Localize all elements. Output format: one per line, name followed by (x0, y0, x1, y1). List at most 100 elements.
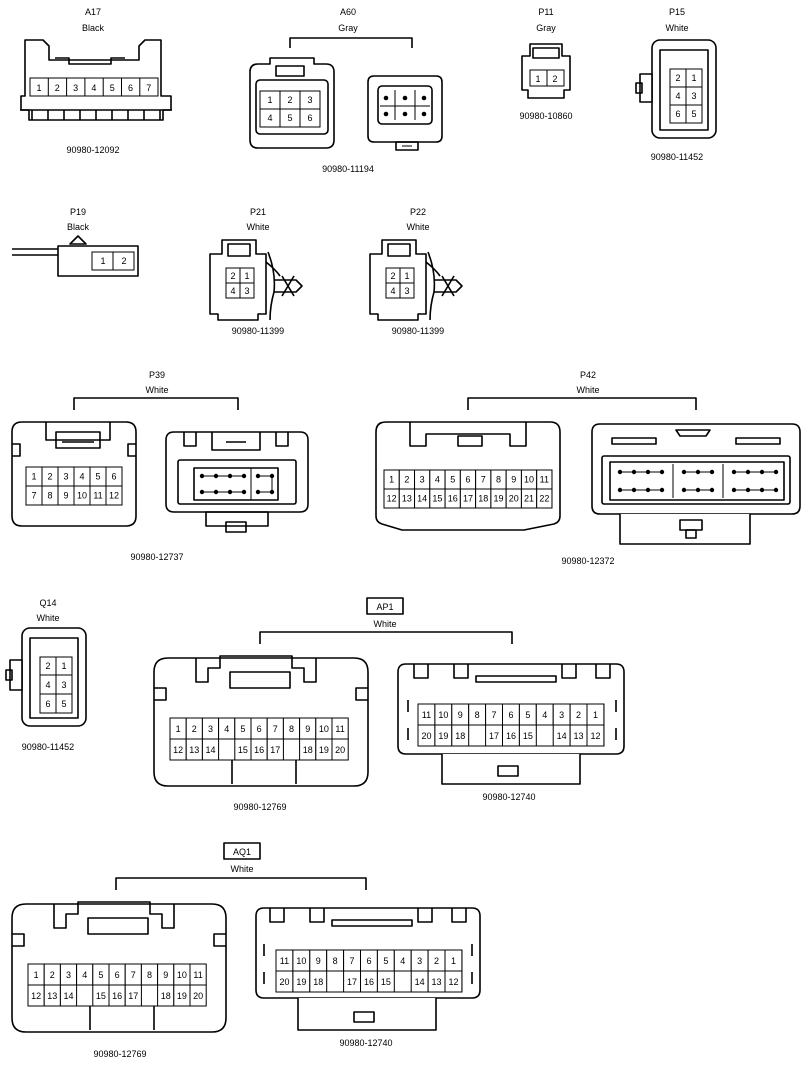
pin-number: 1 (451, 956, 456, 966)
pin-number: 17 (270, 745, 280, 755)
pin-number: 18 (161, 991, 171, 1001)
pin-number: 11 (193, 970, 202, 980)
pin-number: 3 (420, 475, 425, 485)
pin-number: 19 (296, 977, 306, 987)
pin-number: 4 (82, 970, 87, 980)
pin-number: 11 (422, 710, 431, 720)
pin-number: 17 (463, 494, 473, 504)
terminal-dot (402, 95, 408, 101)
pin-number: 5 (95, 472, 100, 482)
connector-q14-color: White (36, 613, 59, 623)
pin-number: 4 (390, 286, 395, 296)
pin-number: 15 (381, 977, 391, 987)
pin-number: 11 (93, 491, 102, 501)
connector-p15-color: White (665, 23, 688, 33)
pin-cell (586, 724, 605, 747)
pin-number: 1 (61, 661, 66, 671)
pin-number: 5 (383, 956, 388, 966)
connector-a17-color: Black (82, 23, 105, 33)
connector-p22-color: White (406, 222, 429, 232)
pin-number: 17 (128, 991, 138, 1001)
pin-number: 1 (535, 74, 540, 84)
pin-number: 12 (173, 745, 183, 755)
pin-number: 16 (254, 745, 264, 755)
pin-number: 8 (289, 724, 294, 734)
pin-number: 3 (404, 286, 409, 296)
pin-number: 9 (63, 491, 68, 501)
pin-number: 19 (319, 745, 329, 755)
pin-number: 7 (31, 491, 36, 501)
pin-number: 16 (364, 977, 374, 987)
connector-p11-id: P11 (538, 7, 553, 17)
connector-ap1-id: AP1 (376, 602, 393, 612)
pin-number: 16 (506, 731, 516, 741)
pin-number: 14 (63, 991, 73, 1001)
pin-number: 6 (257, 724, 262, 734)
pin-number: 2 (576, 710, 581, 720)
connector-p39-id: P39 (149, 370, 165, 380)
pin-number: 20 (193, 991, 203, 1001)
pin-number: 3 (63, 472, 68, 482)
pin-number: 22 (539, 494, 549, 504)
connector-p21-part: 90980-11399 (232, 326, 284, 336)
connector-p42-color: White (576, 385, 599, 395)
pin-number: 10 (524, 475, 534, 485)
pin-number: 8 (496, 475, 501, 485)
pin-number: 9 (511, 475, 516, 485)
pin-number: 1 (244, 271, 249, 281)
connector-p21-id: P21 (250, 207, 266, 217)
pin-number: 2 (121, 256, 126, 266)
pin-number: 15 (523, 731, 533, 741)
pin-cell (451, 724, 470, 747)
pin-cell (331, 738, 349, 761)
pin-number: 3 (559, 710, 564, 720)
connector-p11-part: 90980-10860 (519, 111, 572, 121)
pin-number: 7 (481, 475, 486, 485)
connector-a60-id: A60 (340, 7, 356, 17)
pin-number: 10 (77, 491, 87, 501)
pin-number: 1 (36, 83, 41, 93)
pin-number: 10 (296, 956, 306, 966)
connector-p15-id: P15 (669, 7, 685, 17)
connector-aq1-color: White (230, 864, 253, 874)
pin-number: 5 (110, 83, 115, 93)
pin-number: 3 (61, 680, 66, 690)
connector-p22-id: P22 (410, 207, 426, 217)
pin-number: 2 (287, 95, 292, 105)
connector-aq1-id: AQ1 (233, 847, 251, 857)
pin-number: 6 (128, 83, 133, 93)
pin-number: 1 (593, 710, 598, 720)
pin-number: 4 (542, 710, 547, 720)
pin-number: 1 (100, 256, 105, 266)
pin-number: 1 (404, 271, 409, 281)
pin-number: 5 (525, 710, 530, 720)
pin-number: 5 (98, 970, 103, 980)
pin-number: 6 (675, 109, 680, 119)
pin-number: 7 (146, 83, 151, 93)
pin-number: 13 (432, 977, 442, 987)
pin-number: 1 (691, 73, 696, 83)
connector-p22-part: 90980-11399 (392, 326, 444, 336)
pin-number: 2 (434, 956, 439, 966)
pin-number: 4 (230, 286, 235, 296)
connector-p21-color: White (246, 222, 269, 232)
terminal-dot (383, 111, 389, 117)
terminal-dot (421, 111, 427, 117)
connector-a17-part: 90980-12092 (66, 145, 119, 155)
pin-number: 8 (333, 956, 338, 966)
pin-number: 4 (400, 956, 405, 966)
pin-number: 20 (509, 494, 519, 504)
connector-a60-color: Gray (338, 23, 358, 33)
pin-number: 2 (50, 970, 55, 980)
pin-number: 4 (435, 475, 440, 485)
pin-number: 5 (450, 475, 455, 485)
connector-a17-id: A17 (85, 7, 101, 17)
